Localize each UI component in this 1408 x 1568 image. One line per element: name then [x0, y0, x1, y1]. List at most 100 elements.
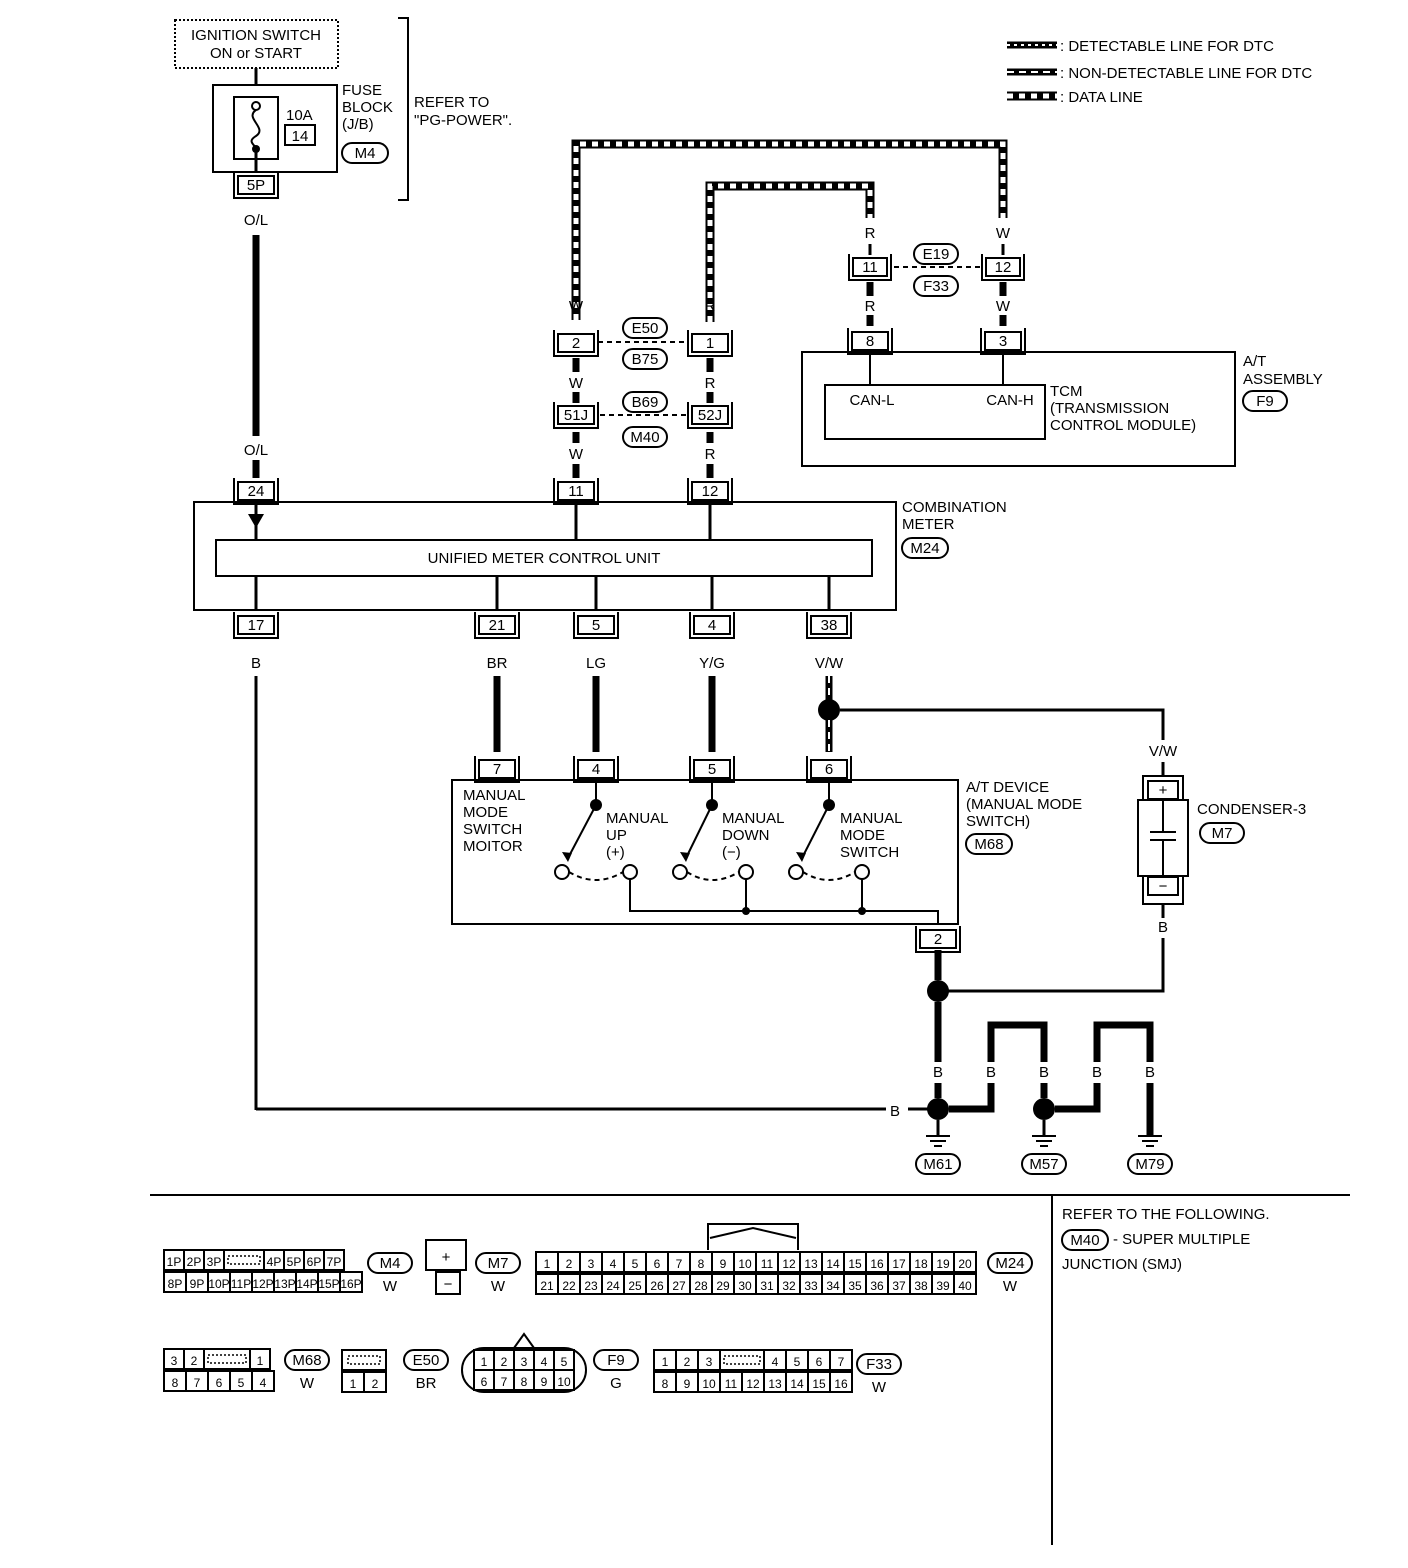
- wire-b-g2: B: [986, 1064, 996, 1081]
- switch-manual-down-icon: [672, 780, 754, 881]
- m24-pin-29: 29: [716, 1279, 730, 1293]
- bottom-m40-tag: M40: [1061, 1229, 1109, 1251]
- m4-pin-bottom-2: 10P: [208, 1277, 229, 1291]
- bottom-refer-conn: M40: [1070, 1232, 1099, 1249]
- m4-pin-bottom-1: 9P: [190, 1277, 205, 1291]
- terminal-tcm-3-label: 3: [999, 333, 1007, 350]
- f33-pin-13: 13: [768, 1377, 782, 1391]
- device-name-1: A/T DEVICE: [966, 779, 1049, 796]
- f9-pin-2: 2: [501, 1355, 508, 1369]
- m68-pin-top-3: 1: [257, 1354, 264, 1368]
- m7-view-plus: +: [442, 1249, 451, 1266]
- e50-view-label: E50: [413, 1352, 440, 1369]
- terminal-e50-1-label: 1: [706, 335, 714, 352]
- refer-bracket: [398, 17, 409, 201]
- f33-pin-top-1: 2: [684, 1355, 691, 1369]
- f33-pin-top-5: 5: [794, 1355, 801, 1369]
- ignition-line1: IGNITION SWITCH: [191, 27, 321, 44]
- e50-label: E50: [632, 320, 659, 337]
- m4-pin-bottom-8: 16P: [340, 1277, 361, 1291]
- m4-pin-bottom-0: 8P: [168, 1277, 183, 1291]
- m24-pin-39: 39: [936, 1279, 950, 1293]
- terminal-device-7-label: 7: [493, 761, 501, 778]
- terminal-tcm-3: 3: [980, 328, 1026, 355]
- f9-pin-5: 5: [561, 1355, 568, 1369]
- wire-lg: LG: [586, 655, 606, 672]
- terminal-device-gnd-label: 2: [934, 931, 942, 948]
- m40-label: M40: [630, 429, 659, 446]
- m68-tag: M68: [965, 833, 1013, 855]
- m4-view-color: W: [383, 1278, 398, 1295]
- terminal-tcm-8-label: 8: [866, 333, 874, 350]
- m24-pin-1: 1: [544, 1257, 551, 1271]
- m4-pin-top-4: 4P: [267, 1255, 282, 1269]
- f33-pin-15: 15: [812, 1377, 826, 1391]
- m24-pin-23: 23: [584, 1279, 598, 1293]
- down-1: MANUAL: [722, 810, 785, 827]
- terminal-meter-4: 4: [689, 612, 735, 639]
- f33-tag: F33: [913, 275, 959, 297]
- m68-label: M68: [974, 836, 1003, 853]
- m24-pin-13: 13: [804, 1257, 818, 1271]
- e50-view-color: BR: [416, 1375, 437, 1392]
- f33-pin-11: 11: [725, 1377, 738, 1391]
- b69-tag: B69: [622, 391, 668, 413]
- unit-label: UNIFIED METER CONTROL UNIT: [428, 550, 661, 567]
- fuse-amp: 10A: [286, 107, 313, 124]
- f33-view-color: W: [872, 1379, 887, 1396]
- terminal-e19-12-label: 12: [995, 259, 1012, 276]
- m24-pin-17: 17: [892, 1257, 906, 1271]
- m24-pin-32: 32: [782, 1279, 796, 1293]
- m24-label: M24: [910, 540, 939, 557]
- terminal-meter-5: 5: [573, 612, 619, 639]
- diode-icon: [248, 514, 264, 528]
- terminal-meter-11-label: 11: [568, 483, 584, 500]
- m24-view-color: W: [1003, 1278, 1018, 1295]
- terminal-meter-11: 11: [553, 478, 599, 505]
- m24-pin-16: 16: [870, 1257, 884, 1271]
- wire-o-l-bottom: O/L: [244, 442, 268, 459]
- m68-pin-5: 5: [238, 1376, 245, 1390]
- fuse-number: 14: [292, 128, 309, 145]
- terminal-5p: 5P: [233, 172, 279, 199]
- wire-r-tcm: R: [865, 298, 876, 315]
- terminal-meter-38: 38: [806, 612, 852, 639]
- terminal-e50-2: 2: [553, 330, 599, 357]
- at-assembly-2: ASSEMBLY: [1243, 371, 1323, 388]
- ground-m57: M57: [1029, 1156, 1058, 1173]
- m24-pin-10: 10: [738, 1257, 752, 1271]
- wire-r-2: R: [705, 375, 716, 392]
- f9-pin-4: 4: [541, 1355, 548, 1369]
- fuse-icon: [250, 109, 261, 150]
- splice-vw: [818, 699, 840, 721]
- f33-view-label: F33: [866, 1356, 892, 1373]
- f9-pin-10: 10: [557, 1375, 571, 1389]
- m7-view-minus: −: [444, 1276, 453, 1293]
- m4-pin-bottom-3: 11P: [231, 1277, 251, 1291]
- m24-pin-12: 12: [782, 1257, 796, 1271]
- switch-manual-mode-icon: [788, 780, 870, 881]
- m24-pin-5: 5: [632, 1257, 639, 1271]
- terminal-meter-17: 17: [233, 612, 279, 639]
- m24-pin-22: 22: [562, 1279, 576, 1293]
- m24-pin-36: 36: [870, 1279, 884, 1293]
- legend-non-detectable: : NON-DETECTABLE LINE FOR DTC: [1060, 65, 1312, 82]
- terminal-e19-11: 11: [848, 254, 892, 281]
- e19-tag: E19: [913, 243, 959, 265]
- m4-view-label: M4: [380, 1255, 401, 1272]
- f9-pin-9: 9: [541, 1375, 548, 1389]
- m7-tag: M7: [1199, 822, 1245, 844]
- wire-vw: V/W: [815, 655, 844, 672]
- f9-pin-3: 3: [521, 1355, 528, 1369]
- m24-pin-35: 35: [848, 1279, 862, 1293]
- m68-view-color: W: [300, 1375, 315, 1392]
- tcm-name-2: (TRANSMISSION: [1050, 400, 1169, 417]
- fuse-block-label-3: (J/B): [342, 116, 374, 133]
- terminal-device-6-label: 6: [825, 761, 833, 778]
- monitor-2: MODE: [463, 804, 508, 821]
- wire-o-l-top: O/L: [244, 212, 268, 229]
- legend-detectable: : DETECTABLE LINE FOR DTC: [1060, 38, 1274, 55]
- m24-pin-3: 3: [588, 1257, 595, 1271]
